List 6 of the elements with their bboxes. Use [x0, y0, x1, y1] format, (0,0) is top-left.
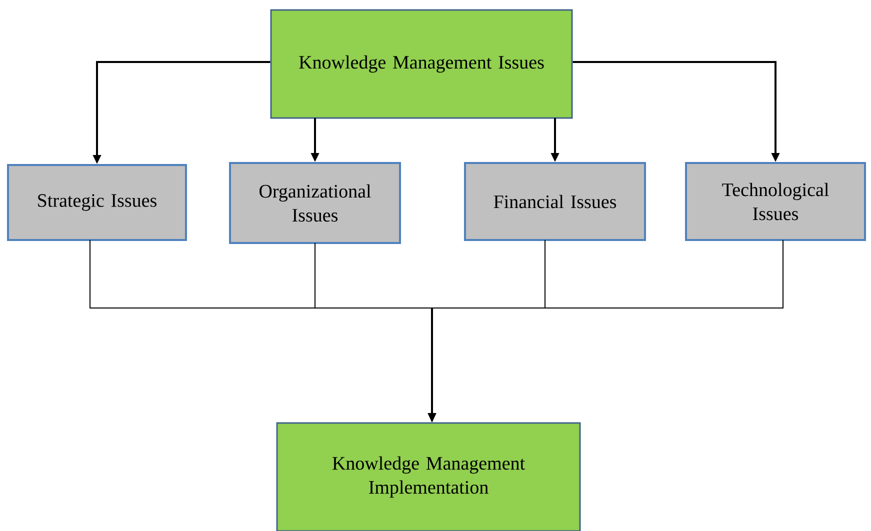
- issue-box: Organizational Issues: [229, 162, 401, 244]
- process-box: Knowledge Management Issues: [270, 9, 573, 119]
- issue-box: Technological Issues: [685, 162, 866, 241]
- issue-box: Financial Issues: [464, 162, 646, 241]
- issue-box: Strategic Issues: [7, 164, 187, 241]
- process-box: Knowledge Management Implementation: [276, 422, 581, 531]
